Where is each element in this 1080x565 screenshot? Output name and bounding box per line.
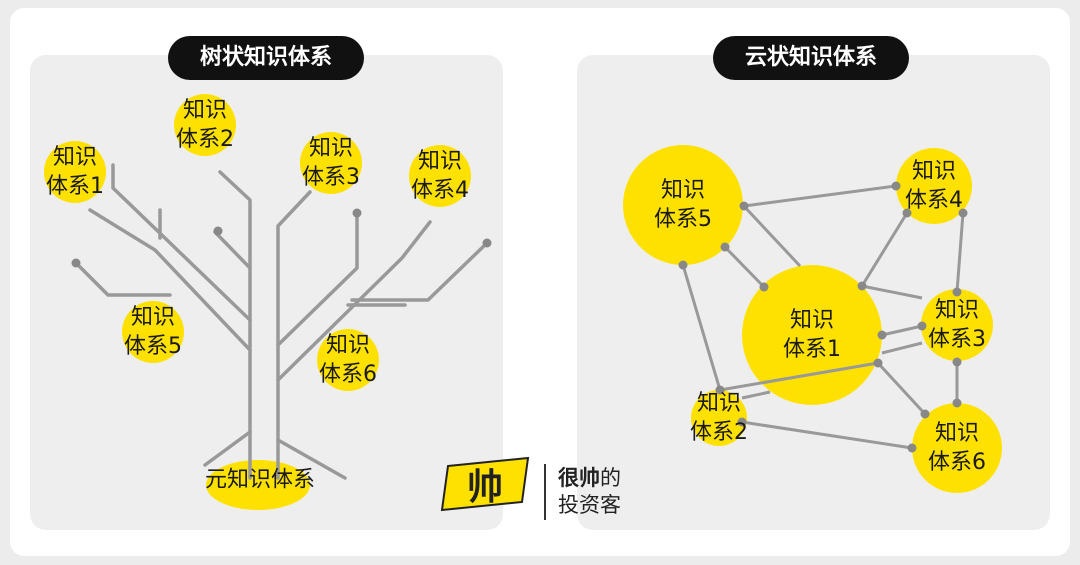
brand-name-bold: 很帅 [558,466,600,490]
tree-node-3-blob [300,132,362,194]
tree-node-4-line2: 体系4 [411,178,469,203]
tree-node-4-line1: 知识 [417,149,462,174]
tree-panel [30,55,503,530]
cloud-node-6-line1: 知识 [934,421,979,446]
cloud-link-dot [759,282,769,292]
cloud-link-dot [857,281,867,291]
cloud-node-5-label: 知识 体系5 [654,176,712,234]
brand-name-rest: 的 [600,466,621,490]
tree-node-6-line1: 知识 [325,333,370,358]
cloud-link-dot [917,321,927,331]
tree-node-3-line1: 知识 [308,136,353,161]
brand-logo: 帅 [436,456,536,522]
tree-node-6-blob [317,329,379,391]
tree-node-4-blob [409,145,471,207]
cloud-node-3-line2: 体系3 [928,327,986,352]
tree-branch-dot [352,208,362,218]
cloud-node-6-label: 知识 体系6 [928,419,986,477]
cloud-node-4-line1: 知识 [911,159,956,184]
brand-logo-icon: 帅 [440,456,530,512]
cloud-link-dot [678,260,688,270]
tree-node-2-line1: 知识 [182,98,227,123]
cloud-nodes [623,145,1002,493]
brand-logo-text: 帅 [467,467,503,508]
brand-name-line2: 投资客 [558,493,621,517]
brand-divider [544,464,546,520]
cloud-node-3-line1: 知识 [934,298,979,323]
tree-node-2-blob [174,94,236,156]
cloud-link-dot [952,357,962,367]
cloud-link-dot [958,208,968,218]
cloud-panel-title: 云状知识体系 [713,36,909,80]
tree-root-blob [206,460,310,510]
cloud-link-dot [737,417,747,427]
cloud-node-1-label: 知识 体系1 [783,306,841,364]
cloud-node-5-circle [623,145,743,265]
cloud-node-2-line2: 体系2 [690,420,748,445]
cloud-link-dot [952,287,962,297]
cloud-link-dot [920,409,930,419]
cloud-link-dot [739,201,749,211]
tree-panel-title: 树状知识体系 [168,36,364,80]
tree-node-4-label: 知识 体系4 [411,147,469,205]
cloud-node-4-line2: 体系4 [905,188,963,213]
cloud-node-2-label: 知识 体系2 [690,389,748,447]
cloud-node-2-circle [691,390,747,446]
cloud-node-5-line1: 知识 [660,178,705,203]
tree-node-5-label: 知识 体系5 [124,303,182,361]
cloud-node-1-circle [742,265,882,405]
cloud-link-dot [720,242,730,252]
tree-node-1-blob [44,141,106,203]
tree-node-3-line2: 体系3 [302,165,360,190]
tree-node-5-line2: 体系5 [124,334,182,359]
cloud-node-3-circle [921,289,993,361]
tree-node-1-line1: 知识 [52,145,97,170]
cloud-node-2-line1: 知识 [696,391,741,416]
cloud-node-6-line2: 体系6 [928,450,986,475]
cloud-node-3-label: 知识 体系3 [928,296,986,354]
tree-branch-dot [213,226,223,236]
cloud-node-4-circle [896,148,972,224]
tree-node-3-label: 知识 体系3 [302,134,360,192]
tree-highlights [44,94,471,510]
tree-node-2-line2: 体系2 [176,127,234,152]
cloud-link-dot [877,330,887,340]
brand-name-line1: 很帅的 [558,465,621,491]
tree-node-6-label: 知识 体系6 [319,331,377,389]
tree-root-label: 元知识体系 [204,467,316,493]
tree-node-6-line2: 体系6 [319,362,377,387]
tree-node-2-label: 知识 体系2 [176,96,234,154]
cloud-link-dot [715,385,725,395]
cloud-link-dot [907,443,917,453]
tree-node-5-blob [122,301,184,363]
tree-branch-dot [482,238,492,248]
cloud-link-dot [902,208,912,218]
tree-branch-dot [71,258,81,268]
cloud-link-ends [678,181,968,453]
cloud-link-dot [891,181,901,191]
tree-node-5-line1: 知识 [130,305,175,330]
tree-branches [74,163,489,480]
cloud-node-1-line2: 体系1 [783,337,841,362]
tree-node-1-label: 知识 体系1 [46,143,104,201]
cloud-node-4-label: 知识 体系4 [905,157,963,215]
cloud-link-dot [952,398,962,408]
cloud-link-dot [873,358,883,368]
tree-node-1-line2: 体系1 [46,174,104,199]
cloud-node-1-line1: 知识 [789,308,834,333]
cloud-node-5-line2: 体系5 [654,207,712,232]
tree-branch-ends [71,208,492,268]
cloud-node-6-circle [912,403,1002,493]
